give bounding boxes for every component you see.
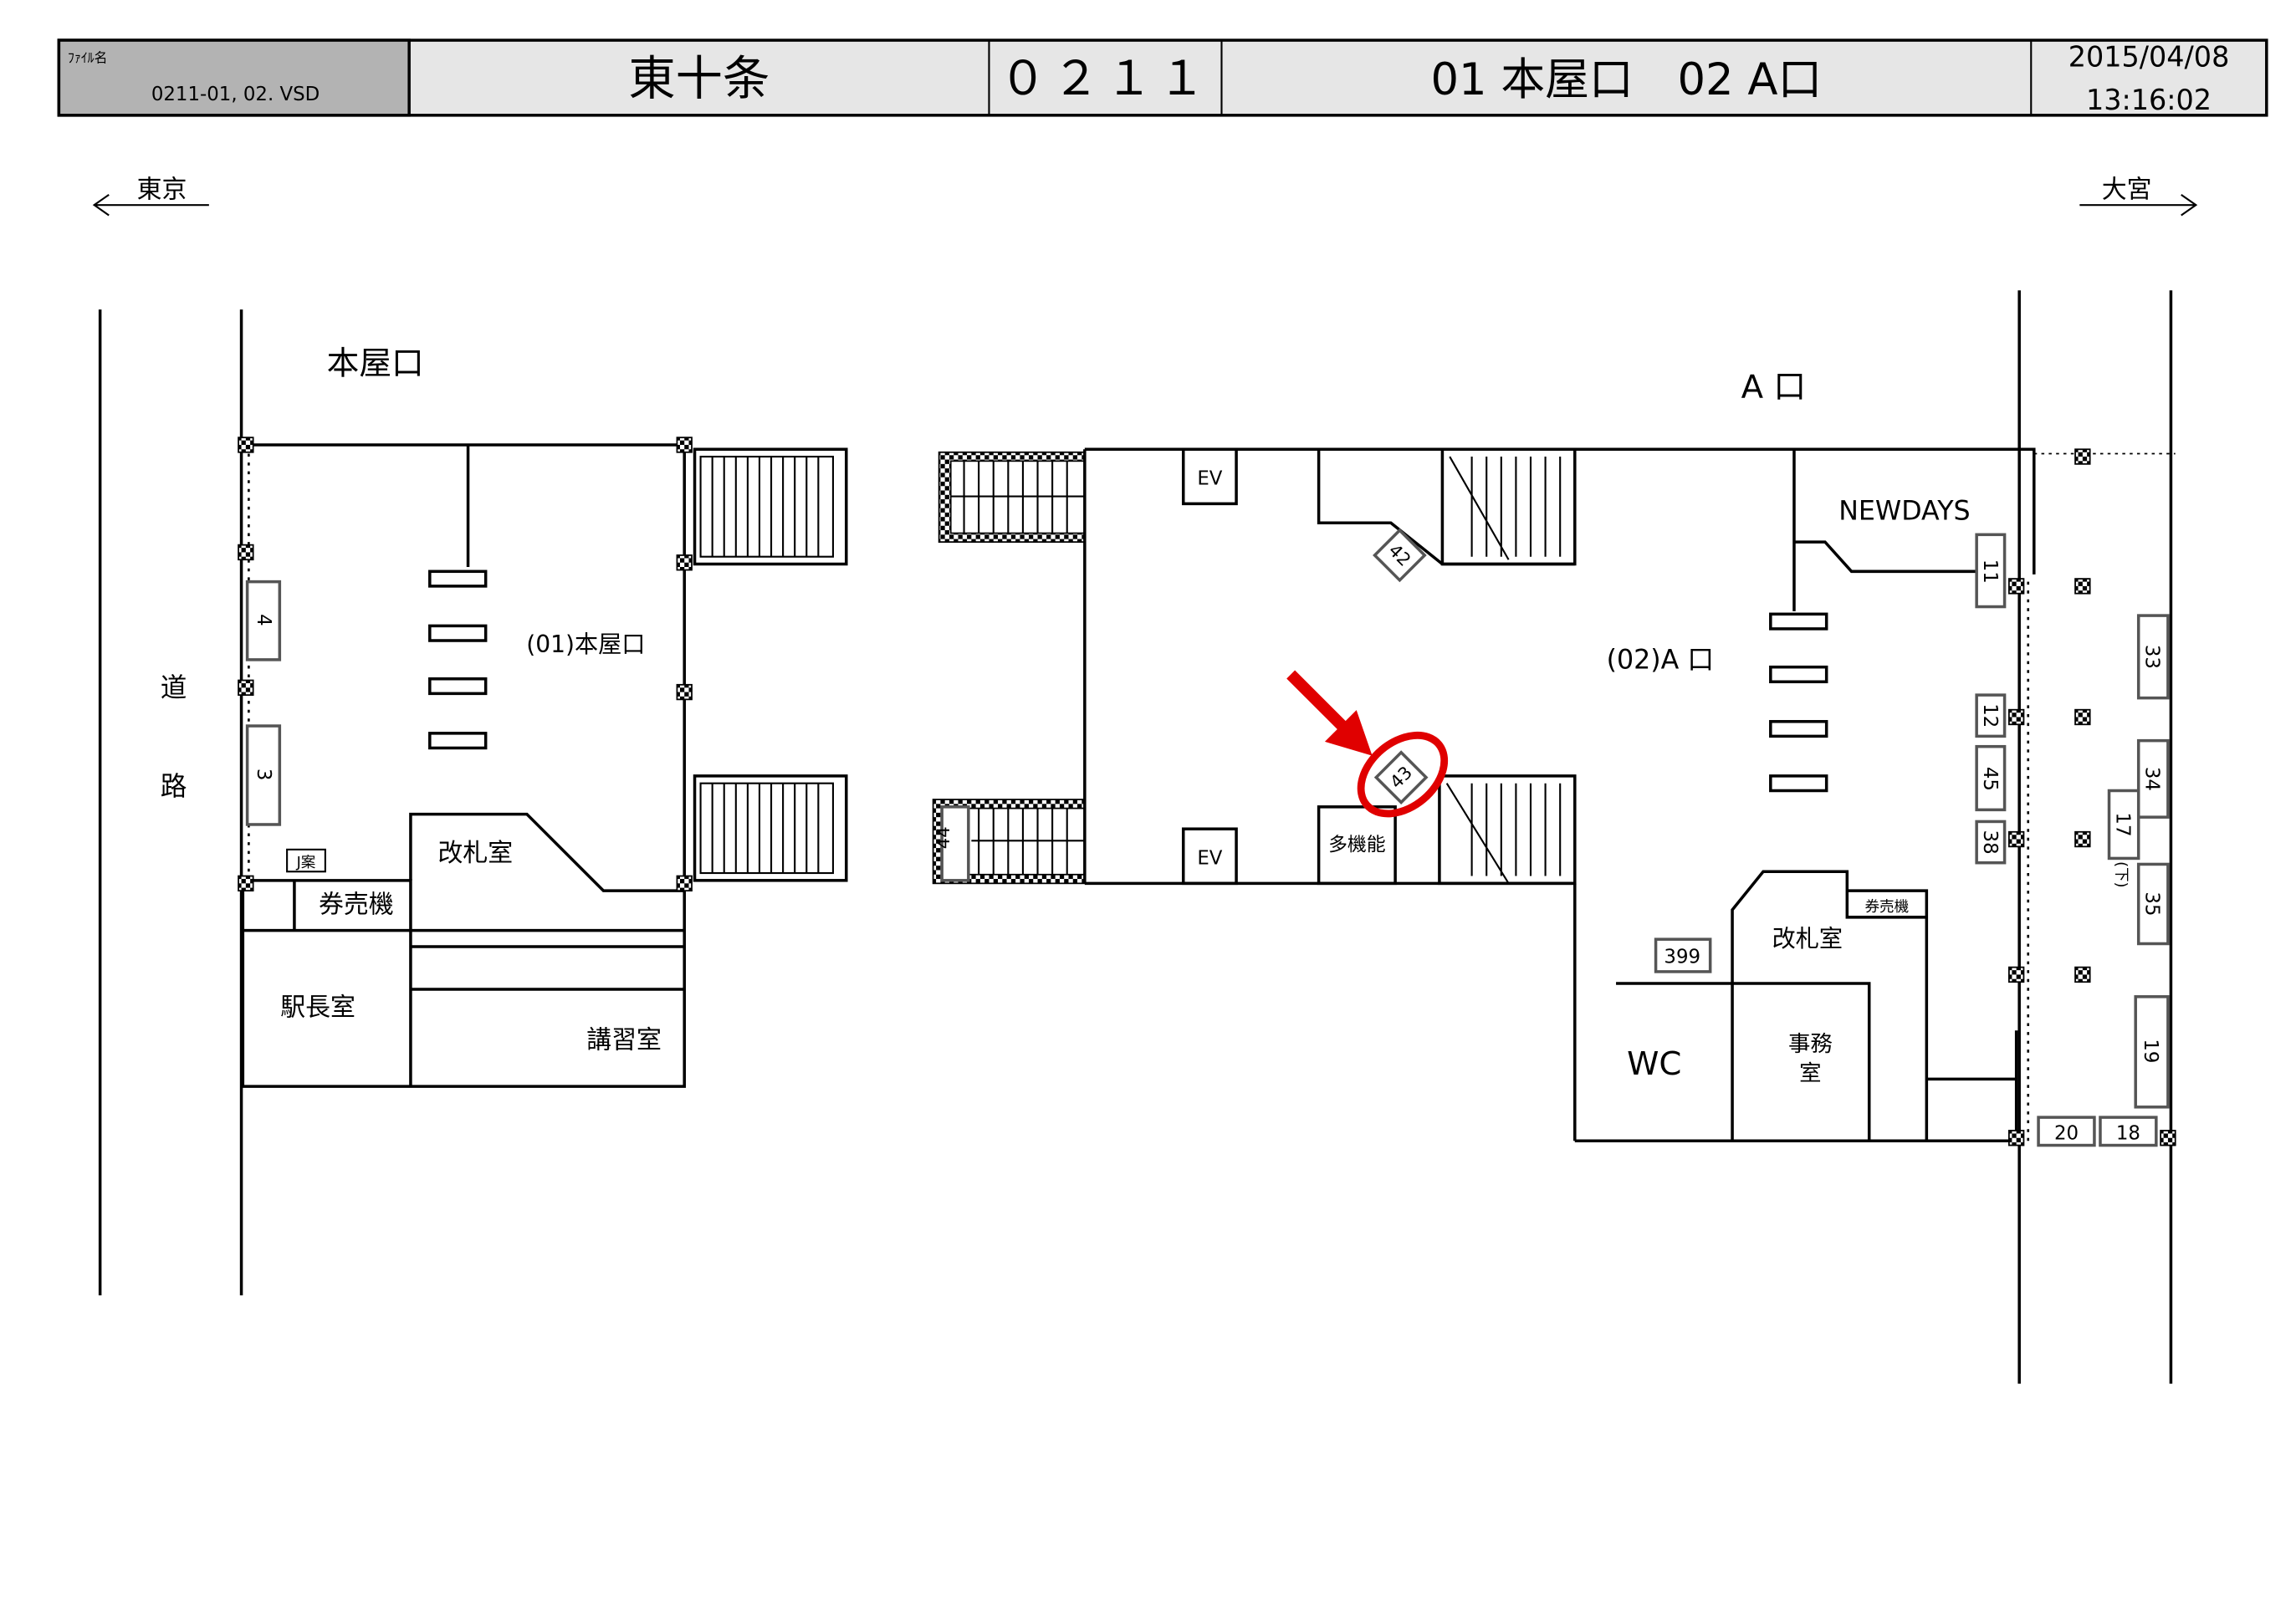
ad-number: 35	[2141, 891, 2163, 916]
concourse: EV EV 多機能	[932, 447, 1577, 1141]
highlight-arrow-icon	[1286, 670, 1347, 731]
ad-number: 11	[1979, 559, 2001, 584]
ad-box-20[interactable]: 20	[2037, 1116, 2096, 1147]
ad-locations: 4 3 44 42 43 11 12 45 38 33 34 17 35 19 …	[245, 528, 2170, 1147]
ad-number: 34	[2141, 767, 2163, 791]
print-time: 13:16:02	[2086, 84, 2212, 116]
office-label-2: 室	[1799, 1061, 1821, 1086]
ad-number: 17	[2111, 812, 2133, 836]
down-label: (下)	[2112, 861, 2129, 887]
station-name: 東十条	[628, 52, 770, 106]
direction-tokyo: 東京	[137, 175, 187, 204]
a-exit-area: A 口 NEWDAYS (02)A 口 券売機 改札室 事務 室 WC (下)	[1574, 290, 2176, 1384]
newdays-label: NEWDAYS	[1838, 497, 1970, 527]
ad-number: 19	[2140, 1039, 2161, 1063]
gate-01-label: (01)本屋口	[526, 631, 645, 658]
ad-number: 44	[933, 826, 954, 849]
ad-box-44[interactable]: 44	[933, 805, 970, 882]
elevator-bottom-label: EV	[1197, 847, 1222, 869]
honya-exit-label: 本屋口	[327, 345, 424, 383]
direction-right: 大宮	[2079, 175, 2198, 217]
ticket-machine-left-label: 券売機	[319, 891, 394, 920]
ad-box-17[interactable]: 17	[2107, 789, 2140, 861]
ad-box-35[interactable]: 35	[2136, 862, 2170, 946]
highlight-marker	[1286, 670, 1449, 818]
ad-box-43[interactable]: 43	[1373, 750, 1429, 804]
station-master-room-label: 駅長室	[280, 993, 355, 1023]
ad-box-19[interactable]: 19	[2134, 995, 2170, 1109]
ad-box-399[interactable]: 399	[1654, 937, 1712, 973]
ticket-office-left-label: 改札室	[437, 839, 513, 868]
station-code: ０２１１	[1000, 52, 1211, 106]
ad-number: 20	[2054, 1123, 2079, 1145]
ad-number: 45	[1979, 767, 2001, 791]
file-label: ﾌｧｲﾙ名	[68, 49, 108, 65]
ad-box-45[interactable]: 45	[1975, 744, 2007, 812]
wc-label: WC	[1627, 1045, 1681, 1083]
arrow-left-icon	[92, 193, 209, 217]
ad-number: 399	[1664, 946, 1700, 968]
road-label-1: 道	[161, 673, 187, 703]
ad-box-42[interactable]: 42	[1373, 528, 1427, 583]
ad-number: 4	[253, 614, 274, 626]
ad-number: 3	[253, 769, 274, 781]
lecture-room-label: 講習室	[586, 1025, 662, 1055]
stairs-honya-bottom	[693, 774, 848, 882]
ad-box-34[interactable]: 34	[2136, 738, 2170, 819]
file-name: 0211-01, 02. VSD	[151, 84, 320, 105]
ad-number: 38	[1979, 830, 2001, 855]
ticket-machine-right-label: 券売機	[1864, 899, 1909, 916]
ad-box-38[interactable]: 38	[1975, 820, 2007, 865]
direction-left: 東京	[92, 175, 209, 217]
ad-box-3[interactable]: 3	[245, 724, 282, 826]
exits-title: 01 本屋口 02 A口	[1430, 54, 1822, 105]
j-info-label: J案	[296, 855, 316, 871]
ad-number: 33	[2141, 645, 2163, 669]
ad-number: 18	[2116, 1123, 2140, 1145]
honya-exit-area: 道 路 本屋口 (01)本屋口 改札室 J案 券売機 駅長室 講習室	[98, 309, 848, 1296]
ad-box-12[interactable]: 12	[1975, 693, 2007, 738]
elevator-top-label: EV	[1197, 467, 1222, 489]
gate-02-label: (02)A 口	[1607, 645, 1714, 675]
office-label-1: 事務	[1788, 1032, 1833, 1057]
ad-box-4[interactable]: 4	[245, 580, 282, 661]
a-exit-label: A 口	[1741, 369, 1806, 406]
ad-box-11[interactable]: 11	[1975, 533, 2007, 609]
stairs-honya-top	[693, 447, 848, 566]
ad-number: 12	[1979, 703, 2001, 728]
highlight-ellipse	[1357, 731, 1449, 818]
ad-box-18[interactable]: 18	[2099, 1116, 2158, 1147]
ticket-office-right-label: 改札室	[1772, 925, 1843, 952]
road-label-2: 路	[161, 772, 187, 802]
direction-omiya: 大宮	[2102, 175, 2152, 204]
highlight-arrowhead-icon	[1324, 710, 1373, 756]
title-block: ﾌｧｲﾙ名 0211-01, 02. VSD 東十条 ０２１１ 01 本屋口 0…	[57, 38, 2268, 117]
print-date: 2015/04/08	[2068, 41, 2230, 74]
arrow-right-icon	[2079, 193, 2198, 217]
ad-box-33[interactable]: 33	[2136, 614, 2170, 700]
multipurpose-toilet-label: 多機能	[1328, 835, 1386, 856]
